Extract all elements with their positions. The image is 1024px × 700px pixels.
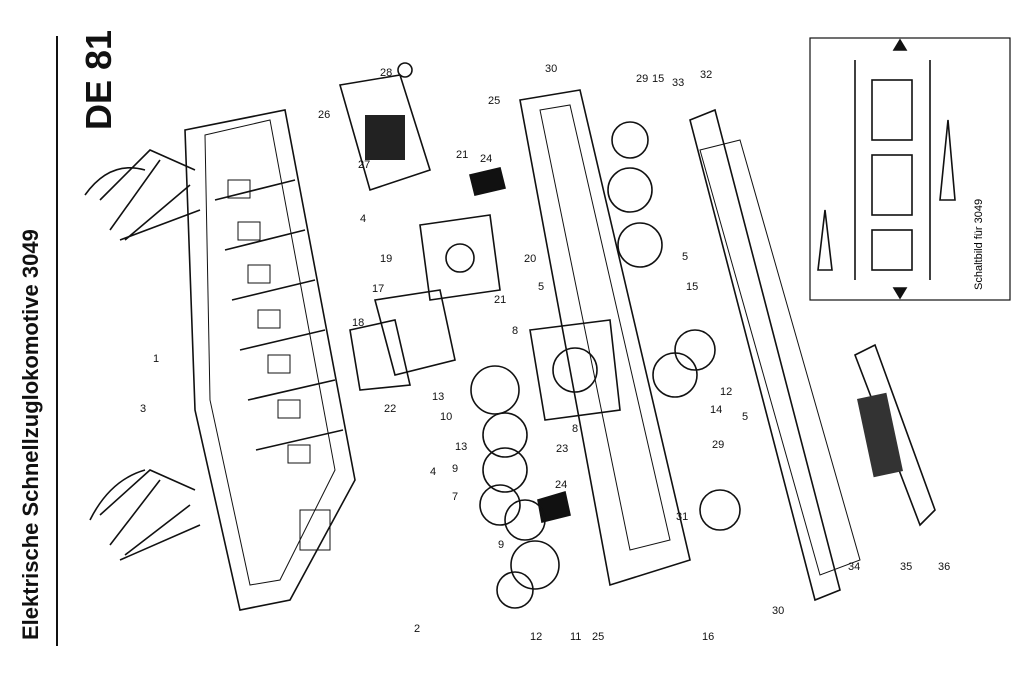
- callout-33: 33: [672, 77, 684, 89]
- callout-labels: 1 2 3 4 4 5 5 5 7 8 8 9 9 10 11 12 12 13…: [140, 63, 950, 643]
- callout-1: 1: [153, 353, 159, 365]
- wheels: [607, 121, 741, 531]
- callout-29b: 29: [712, 439, 724, 451]
- callout-35: 35: [900, 561, 912, 573]
- callout-4a: 4: [360, 213, 366, 225]
- callout-13a: 13: [432, 391, 444, 403]
- gear-train: [470, 365, 560, 609]
- brush-24b: [537, 490, 571, 523]
- callout-10: 10: [440, 411, 452, 423]
- callout-24b: 24: [555, 479, 567, 491]
- callout-12a: 12: [530, 631, 542, 643]
- callout-15b: 15: [686, 281, 698, 293]
- callout-30a: 30: [545, 63, 557, 75]
- callout-3: 3: [140, 403, 146, 415]
- callout-27: 27: [358, 159, 370, 171]
- callout-17: 17: [372, 283, 384, 295]
- callout-24a: 24: [480, 153, 492, 165]
- callout-13b: 13: [455, 441, 467, 453]
- callout-36: 36: [938, 561, 950, 573]
- callout-16: 16: [702, 631, 714, 643]
- schematic-box: [809, 37, 1011, 301]
- callout-14: 14: [710, 404, 722, 416]
- chassis-frame: [519, 89, 691, 587]
- callout-4b: 4: [430, 466, 436, 478]
- reverser-plate: [853, 343, 936, 527]
- schematic-caption: Schaltbild für 3049: [973, 199, 985, 290]
- pantograph-bottom: [89, 469, 201, 561]
- callout-8a: 8: [512, 325, 518, 337]
- left-rule: [56, 36, 58, 646]
- cab-unit: [338, 74, 431, 192]
- callout-32: 32: [700, 69, 712, 81]
- callout-18: 18: [352, 317, 364, 329]
- callout-8b: 8: [572, 423, 578, 435]
- callout-11: 11: [570, 631, 581, 643]
- callout-9a: 9: [452, 463, 458, 475]
- callout-21a: 21: [456, 149, 468, 161]
- bulb: [397, 62, 413, 78]
- callout-9b: 9: [498, 539, 504, 551]
- bottom-plate: [689, 108, 861, 602]
- callout-28: 28: [380, 67, 392, 79]
- callout-22: 22: [384, 403, 396, 415]
- callout-5b: 5: [682, 251, 688, 263]
- callout-31: 31: [676, 511, 688, 523]
- callout-15a: 15: [652, 73, 664, 85]
- callout-25b: 25: [592, 631, 604, 643]
- callout-26: 26: [318, 109, 330, 121]
- callout-34: 34: [848, 561, 860, 573]
- callout-12b: 12: [720, 386, 732, 398]
- callout-30b: 30: [772, 605, 784, 617]
- callout-21b: 21: [494, 294, 506, 306]
- loco-body: [184, 109, 356, 611]
- callout-29a: 29: [636, 73, 648, 85]
- callout-5c: 5: [742, 411, 748, 423]
- callout-2: 2: [414, 623, 420, 635]
- motor-field: [349, 214, 501, 391]
- callout-7: 7: [452, 491, 458, 503]
- callout-23: 23: [556, 443, 568, 455]
- brush-24: [469, 167, 506, 196]
- callout-25a: 25: [488, 95, 500, 107]
- callout-19: 19: [380, 253, 392, 265]
- callout-20: 20: [524, 253, 536, 265]
- callout-5a: 5: [538, 281, 544, 293]
- pantograph-top: [84, 149, 201, 241]
